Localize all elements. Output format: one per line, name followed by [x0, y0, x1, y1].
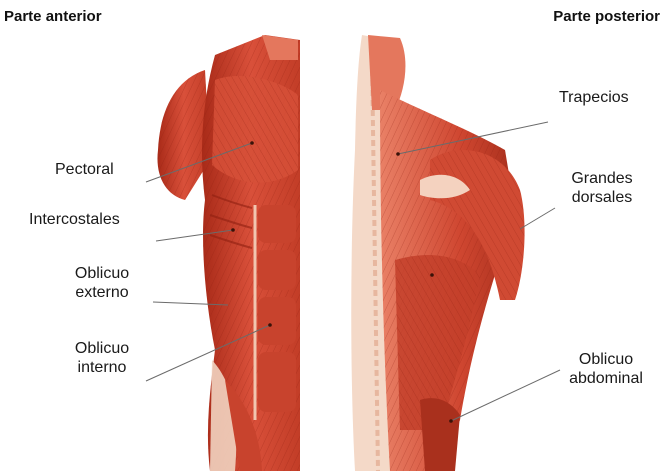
label-oblicuo-externo-line1: Oblicuo	[66, 264, 138, 283]
heading-anterior: Parte anterior	[4, 8, 102, 25]
label-oblicuo-externo-line2: externo	[66, 283, 138, 302]
label-oblicuo-abdominal-line1: Oblicuo	[558, 350, 654, 369]
label-grandes-dorsales: Grandes dorsales	[562, 169, 642, 207]
label-pectoral: Pectoral	[55, 160, 114, 179]
label-oblicuo-externo: Oblicuo externo	[66, 264, 138, 302]
label-oblicuo-interno: Oblicuo interno	[66, 339, 138, 377]
label-oblicuo-abdominal: Oblicuo abdominal	[558, 350, 654, 388]
heading-posterior: Parte posterior	[553, 8, 660, 25]
anterior-torso	[157, 35, 300, 471]
label-trapecios: Trapecios	[559, 88, 629, 107]
label-oblicuo-interno-line1: Oblicuo	[66, 339, 138, 358]
label-oblicuo-abdominal-line2: abdominal	[558, 369, 654, 388]
leader-grandes-dorsales	[520, 208, 555, 229]
label-intercostales: Intercostales	[29, 210, 120, 229]
posterior-torso	[351, 35, 524, 471]
label-grandes-dorsales-line2: dorsales	[562, 188, 642, 207]
label-grandes-dorsales-line1: Grandes	[562, 169, 642, 188]
label-oblicuo-interno-line2: interno	[66, 358, 138, 377]
